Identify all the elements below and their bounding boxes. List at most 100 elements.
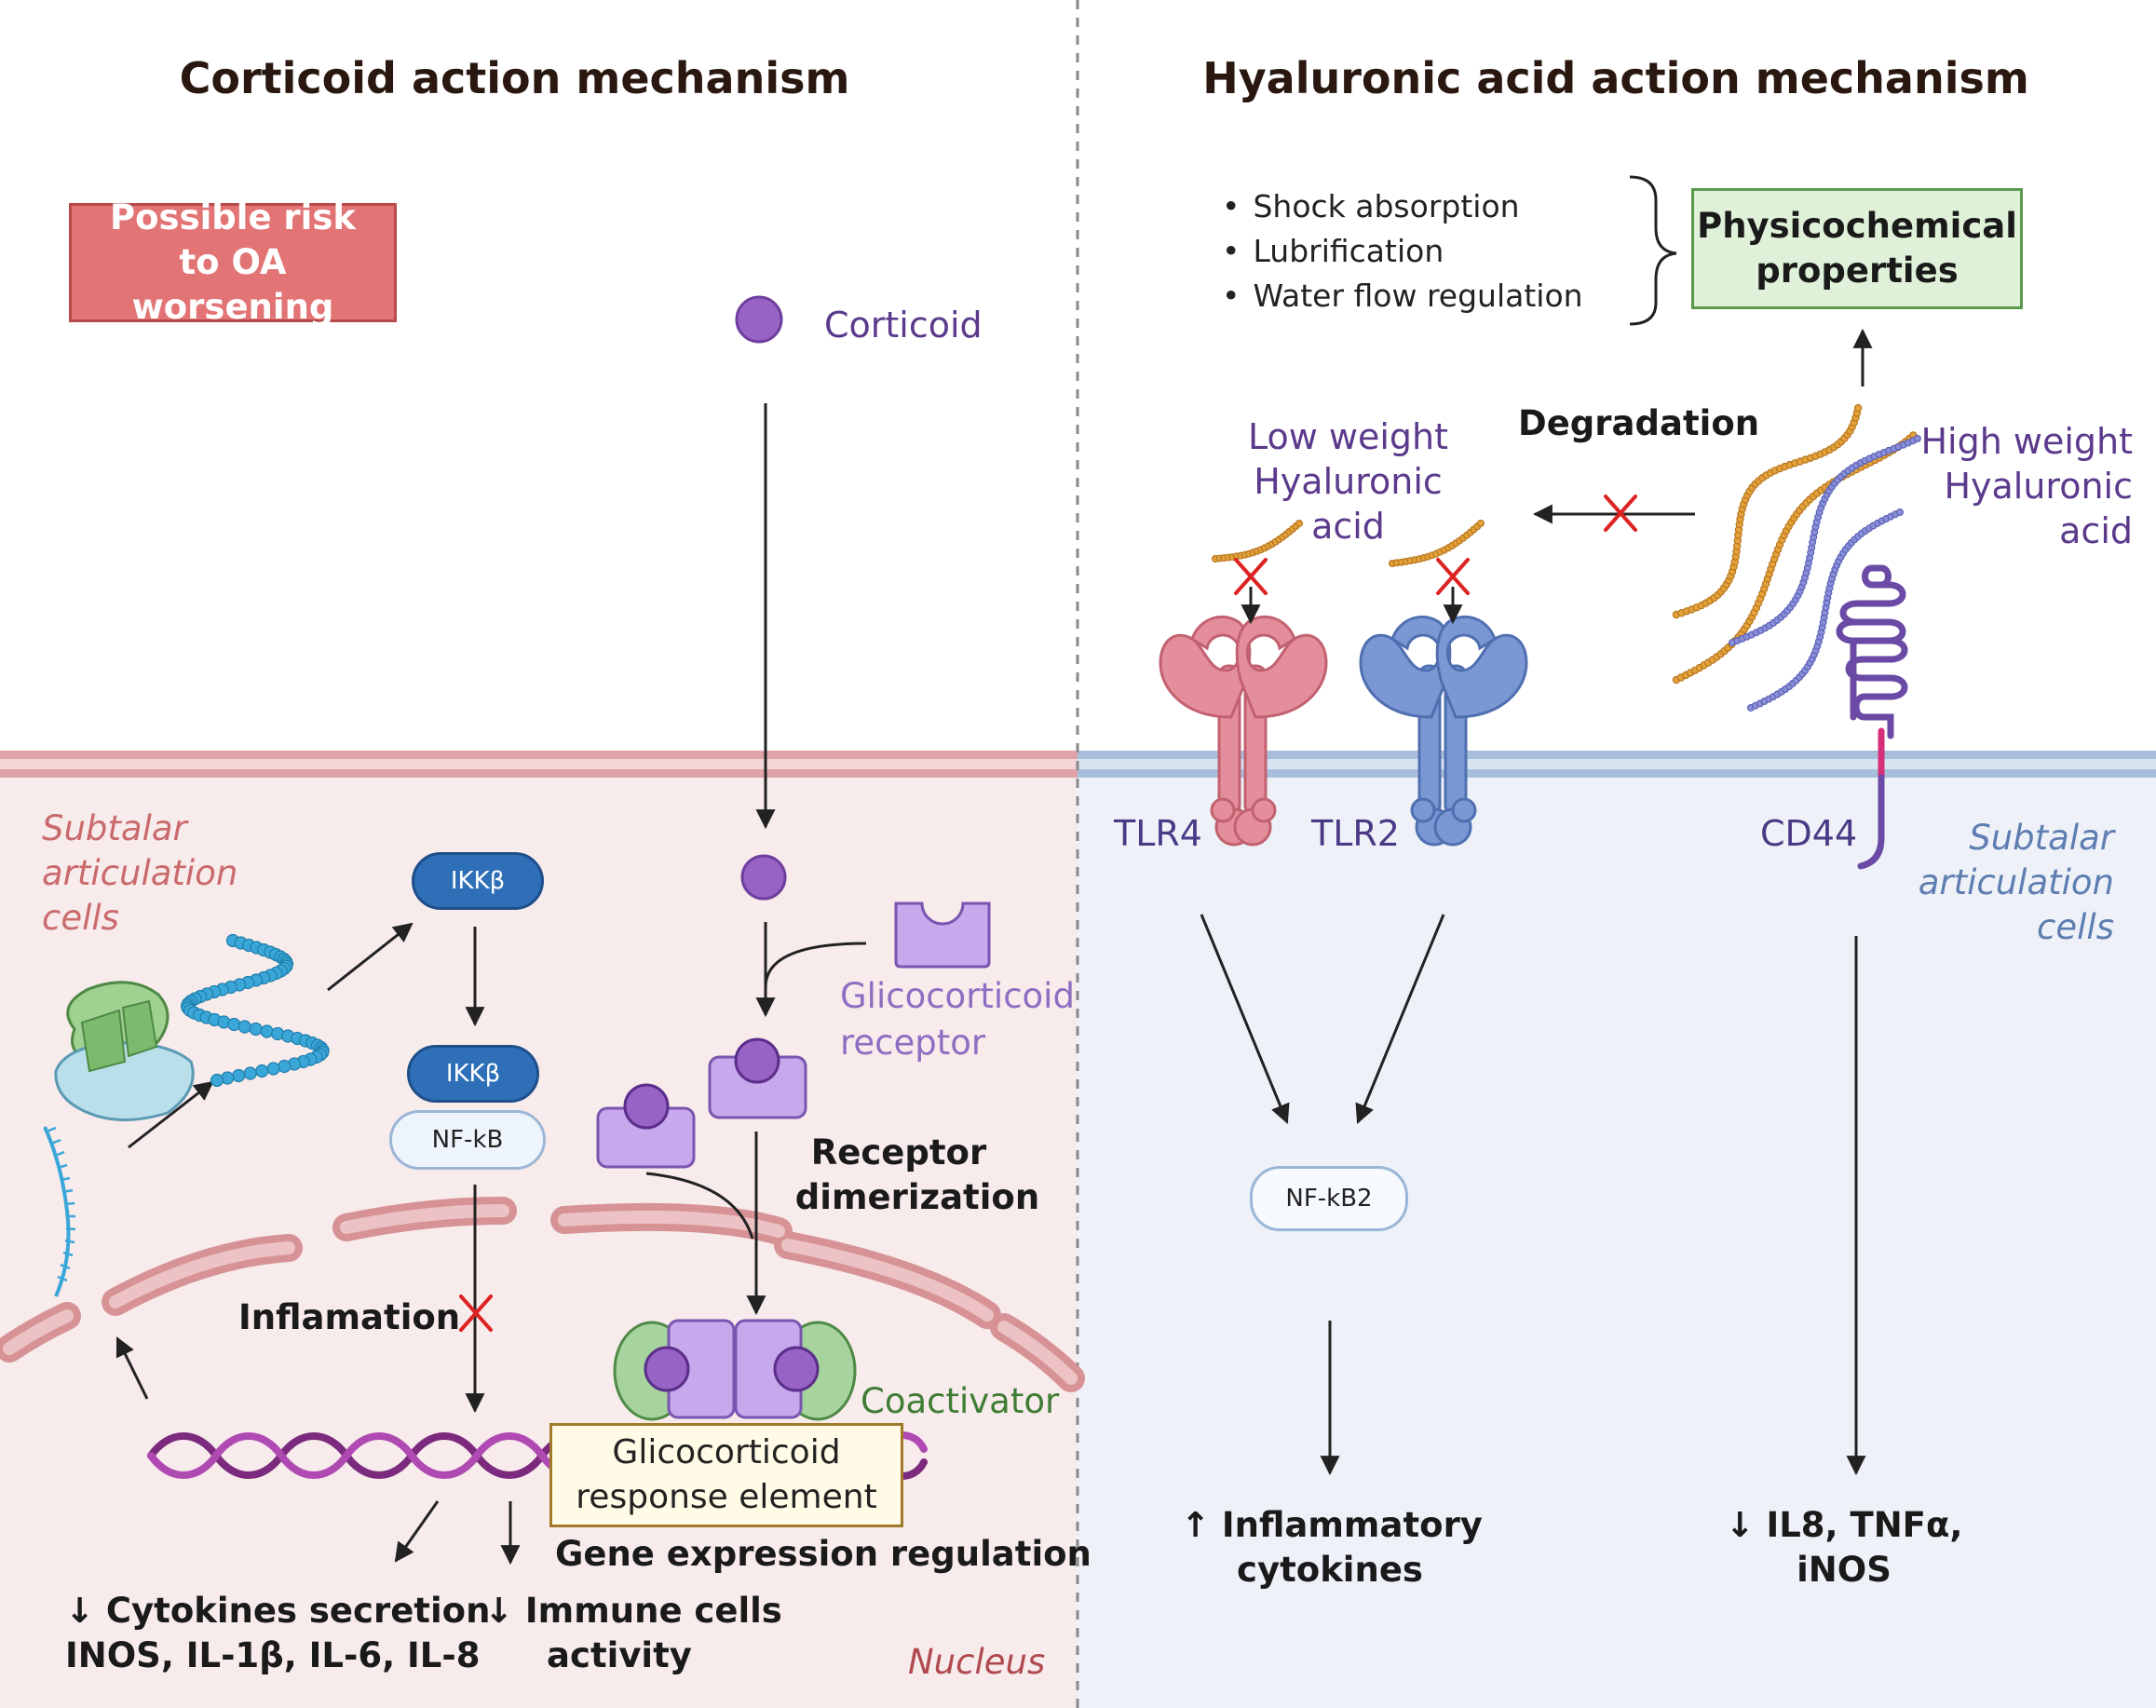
low-weight-line-2: Hyaluronic bbox=[1254, 461, 1443, 502]
gene-expression-label: Gene expression regulation bbox=[555, 1534, 1092, 1574]
glucocorticoid-receptor-label: Glicocorticoid receptor bbox=[840, 973, 1075, 1066]
gre-line-1: Glicocorticoid bbox=[612, 1433, 841, 1471]
ikkb-complex-node: IKKβ bbox=[407, 1045, 539, 1103]
cd44-receptor-icon bbox=[1836, 564, 1908, 870]
brace-icon bbox=[1629, 175, 1677, 326]
ribosome-icon bbox=[54, 981, 195, 1121]
cytokines-line-2: INOS, IL-1β, IL-6, IL-8 bbox=[65, 1635, 481, 1675]
right-cells-label: Subtalar articulation cells bbox=[1891, 816, 2114, 950]
property-water-flow: Water flow regulation bbox=[1222, 274, 1582, 319]
high-weight-ha-label: High weight Hyaluronic acid bbox=[1900, 419, 2133, 553]
chain-bead bbox=[266, 1062, 280, 1076]
arrow-to-cytokines bbox=[394, 1500, 440, 1563]
property-lubrification: Lubrification bbox=[1222, 229, 1583, 274]
nfkb2-node: NF-kB2 bbox=[1250, 1166, 1408, 1231]
high-weight-line-1: High weight bbox=[1920, 421, 2133, 462]
low-weight-line-3: acid bbox=[1311, 506, 1385, 547]
physicochemical-box: Physicochemical properties bbox=[1691, 188, 2023, 309]
arrow-mrna-export bbox=[115, 1336, 149, 1400]
corticoid-molecule-icon bbox=[735, 295, 783, 344]
tlr4-label: TLR4 bbox=[1114, 813, 1202, 854]
high-weight-line-2: Hyaluronic bbox=[1944, 466, 2133, 507]
risk-warning-box: Possible risk to OA worsening bbox=[69, 197, 397, 327]
tlr2-label: TLR2 bbox=[1311, 813, 1400, 854]
left-cells-line-1: Subtalar bbox=[42, 808, 187, 848]
chain-bead bbox=[243, 1066, 257, 1080]
corticoid-molecule-icon bbox=[740, 854, 787, 901]
chain-bead bbox=[249, 1022, 263, 1037]
right-cells-line-1: Subtalar bbox=[1969, 818, 2114, 858]
left-cells-line-3: cells bbox=[42, 898, 119, 938]
il8-line-1: ↓ IL8, TNFα, bbox=[1725, 1505, 1963, 1545]
chain-bead bbox=[237, 1020, 251, 1034]
physchem-line-2: properties bbox=[1756, 251, 1959, 291]
nuclear-envelope bbox=[0, 1197, 1085, 1392]
right-cell-interior bbox=[1078, 756, 2156, 1708]
gre-line-2: response element bbox=[576, 1478, 877, 1516]
chain-bead bbox=[210, 1073, 224, 1088]
tlr4-receptor-icon bbox=[1159, 615, 1328, 847]
inhibition-x-icon bbox=[1234, 558, 1268, 595]
left-cell-membrane bbox=[0, 751, 1078, 778]
mrna-bases bbox=[46, 1126, 76, 1282]
immune-activity-label: ↓ Immune cells activity bbox=[484, 1589, 782, 1678]
corticoid-label: Corticoid bbox=[824, 305, 983, 346]
chain-bead bbox=[1295, 519, 1303, 527]
inhibition-x-icon bbox=[1604, 495, 1637, 532]
receptor-dimer-coactivator-icon bbox=[613, 1319, 857, 1421]
protein-chain-icon bbox=[181, 933, 330, 1088]
ikkb-node: IKKβ bbox=[412, 852, 544, 910]
inhibition-x-icon bbox=[1436, 558, 1470, 595]
arrow-dimerization-merge bbox=[645, 1172, 754, 1240]
receptor-line-2: receptor bbox=[840, 1023, 986, 1063]
arrow-receptor-joining bbox=[764, 942, 867, 988]
tlr2-receptor-icon bbox=[1359, 615, 1528, 847]
low-weight-ha-label: Low weight Hyaluronic acid bbox=[1229, 414, 1467, 549]
chain-bead bbox=[278, 1059, 292, 1074]
arrow-tlr4-to-nfkb2 bbox=[1200, 914, 1290, 1124]
bound-receptor-icon bbox=[708, 1037, 807, 1119]
cytokines-secretion-label: ↓ Cytokines secretion INOS, IL-1β, IL-6,… bbox=[65, 1589, 490, 1678]
il8-tnf-inos-label: ↓ IL8, TNFα, iNOS bbox=[1723, 1503, 1965, 1593]
chain-bead bbox=[260, 1024, 274, 1038]
left-cells-label: Subtalar articulation cells bbox=[42, 807, 237, 941]
chain-bead bbox=[1913, 435, 1921, 443]
inflammatory-cytokines-label: ↑ Inflammatory cytokines bbox=[1181, 1503, 1483, 1593]
arrow-ribosome-to-protein bbox=[128, 1080, 214, 1149]
inhibition-x-icon bbox=[459, 1295, 493, 1332]
inflammatory-line-2: cytokines bbox=[1237, 1550, 1423, 1590]
hyaluronic-chain-icon bbox=[1211, 403, 1921, 712]
chain-bead bbox=[255, 1064, 269, 1078]
right-cells-line-3: cells bbox=[2037, 907, 2114, 947]
chain-bead bbox=[1476, 519, 1485, 527]
property-shock-absorption: Shock absorption bbox=[1222, 184, 1583, 229]
dimerization-line-1: Receptor bbox=[810, 1132, 987, 1173]
bound-receptor-icon bbox=[596, 1083, 696, 1169]
mrna-icon bbox=[43, 1126, 71, 1297]
left-panel-title: Corticoid action mechanism bbox=[179, 53, 850, 103]
cd44-label: CD44 bbox=[1760, 813, 1858, 854]
dimerization-line-2: dimerization bbox=[794, 1177, 1040, 1217]
low-weight-line-1: Low weight bbox=[1247, 416, 1449, 457]
risk-warning-text: Possible risk to OA worsening bbox=[110, 197, 356, 327]
arrow-tlr2-to-nfkb2 bbox=[1355, 914, 1445, 1124]
glucocorticoid-receptor-icon bbox=[894, 901, 991, 969]
nfkb-node: NF-kB bbox=[389, 1110, 546, 1170]
high-weight-line-3: acid bbox=[2059, 510, 2133, 551]
arrow-protein-to-ikkb bbox=[327, 922, 414, 992]
nucleus-label: Nucleus bbox=[908, 1642, 1046, 1682]
immune-line-2: activity bbox=[547, 1635, 692, 1675]
gre-box: Glicocorticoid response element bbox=[549, 1423, 903, 1527]
immune-line-1: ↓ Immune cells bbox=[484, 1591, 782, 1631]
properties-list: Shock absorption Lubrification Water flo… bbox=[1222, 184, 1583, 319]
degradation-label: Degradation bbox=[1518, 403, 1760, 443]
right-cell-membrane bbox=[1078, 751, 2156, 778]
chain-bead bbox=[227, 1017, 241, 1032]
il8-line-2: iNOS bbox=[1797, 1550, 1892, 1590]
left-cells-line-2: articulation bbox=[42, 853, 238, 893]
right-panel-title: Hyaluronic acid action mechanism bbox=[1202, 53, 2029, 103]
physchem-line-1: Physicochemical bbox=[1697, 206, 2017, 246]
receptor-dimerization-label: Receptor dimerization bbox=[792, 1131, 1043, 1220]
